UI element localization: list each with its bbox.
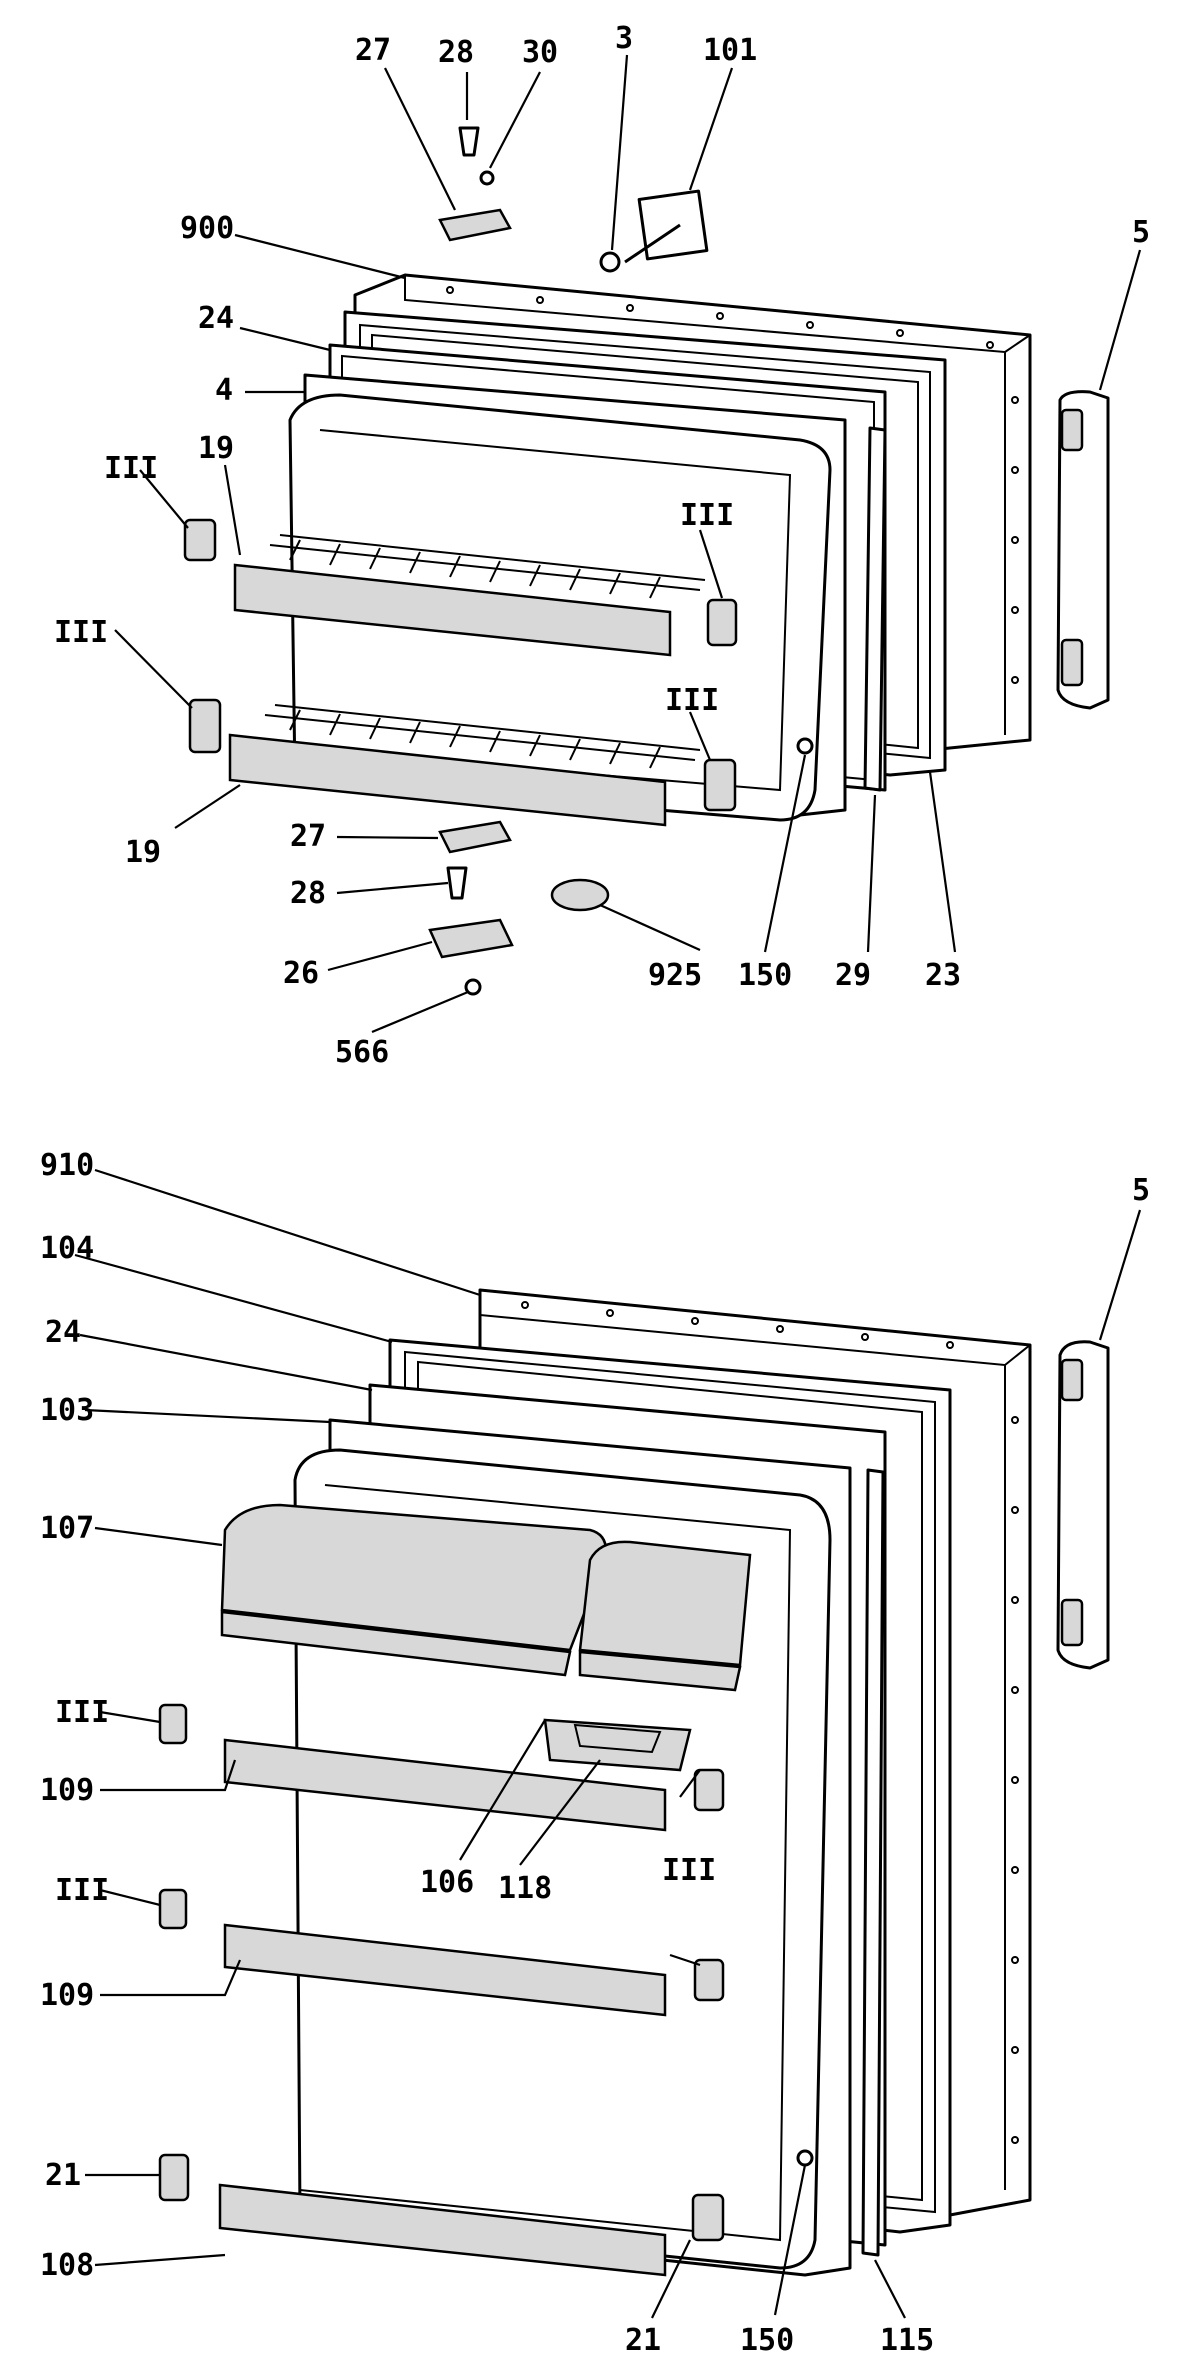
- hinge-bracket-27-top: [438, 208, 512, 242]
- label-4: 4: [215, 373, 233, 408]
- label-27: 27: [290, 819, 326, 854]
- freezer-door-assembly: [183, 126, 1110, 996]
- label-111: III: [680, 498, 734, 533]
- shelf-bracket-111-g-r: [693, 1768, 725, 1812]
- screw-150-top: [796, 737, 814, 755]
- door-handle-5-bottom: [1056, 1340, 1110, 1670]
- label-103: 103: [40, 1393, 94, 1428]
- hinge-pin-28-bottom: [446, 866, 468, 900]
- plug-925: [550, 878, 610, 912]
- shelf-bracket-21-left: [158, 2153, 190, 2202]
- label-19: 19: [198, 431, 234, 466]
- label-21: 21: [45, 2158, 81, 2193]
- strip-115: [861, 1468, 885, 2257]
- label-109: 109: [40, 1773, 94, 1808]
- screw-566: [464, 978, 482, 996]
- switch-101: [637, 189, 709, 261]
- label-115: 115: [880, 2323, 934, 2358]
- label-111: III: [55, 1873, 109, 1908]
- shelf-bracket-111-a: [183, 518, 217, 562]
- label-108: 108: [40, 2248, 94, 2283]
- shelf-bracket-111-h-r: [693, 1958, 725, 2002]
- label-106: 106: [420, 1865, 474, 1900]
- fresh-food-door-assembly: [158, 1288, 1110, 2277]
- label-111: III: [104, 451, 158, 486]
- label-150: 150: [738, 958, 792, 993]
- shelf-bracket-21-right: [691, 2193, 725, 2242]
- label-900: 900: [180, 211, 234, 246]
- screw-150-bottom: [796, 2149, 814, 2167]
- label-150: 150: [740, 2323, 794, 2358]
- label-111: III: [54, 615, 108, 650]
- leader-lines-bottom: [74, 1168, 1142, 2319]
- label-28: 28: [290, 876, 326, 911]
- label-104: 104: [40, 1231, 94, 1266]
- label-30: 30: [522, 35, 558, 70]
- label-5: 5: [1132, 1173, 1150, 1208]
- label-107: 107: [40, 1511, 94, 1546]
- shelf-19-top: [233, 563, 672, 657]
- label-566: 566: [335, 1035, 389, 1070]
- label-29: 29: [835, 958, 871, 993]
- label-111: III: [665, 683, 719, 718]
- label-925: 925: [648, 958, 702, 993]
- label-28: 28: [438, 35, 474, 70]
- leader-lines-top: [114, 54, 1142, 1034]
- label-27: 27: [355, 33, 391, 68]
- label-111: III: [55, 1695, 109, 1730]
- label-24: 24: [45, 1315, 81, 1350]
- shelf-bracket-111-f: [158, 1888, 188, 1930]
- label-19: 19: [125, 835, 161, 870]
- shelf-bracket-111-b: [188, 698, 222, 754]
- label-111: III: [662, 1853, 716, 1888]
- label-26: 26: [283, 956, 319, 991]
- screw-30: [479, 170, 495, 186]
- shelf-108: [218, 2183, 667, 2277]
- labels-top: 27 28 30 3 101 900 5 24 4 III 19 III III…: [54, 21, 1150, 1070]
- shelf-19-bottom: [228, 733, 667, 827]
- tray-118: [543, 1718, 692, 1772]
- hinge-plate-26: [428, 918, 514, 959]
- shelf-bracket-111-d: [703, 758, 737, 812]
- label-24: 24: [198, 301, 234, 336]
- labels-bottom: 910 5 104 24 103 107 III 109 106 118 III…: [40, 1148, 1150, 2358]
- label-109: 109: [40, 1978, 94, 2013]
- strip-29: [863, 426, 887, 792]
- label-21: 21: [625, 2323, 661, 2358]
- shelf-bracket-111-c: [706, 598, 738, 647]
- dairy-bin-106: [578, 1540, 752, 1667]
- shelf-109-top: [223, 1738, 667, 1832]
- label-23: 23: [925, 958, 961, 993]
- door-handle-5-top: [1056, 390, 1110, 710]
- label-118: 118: [498, 1871, 552, 1906]
- label-5: 5: [1132, 215, 1150, 250]
- shelf-bracket-111-e: [158, 1703, 188, 1745]
- hinge-pin-28-top: [458, 126, 480, 157]
- grommet-3: [599, 251, 621, 273]
- label-3: 3: [615, 21, 633, 56]
- shelf-109-bottom: [223, 1923, 667, 2017]
- label-910: 910: [40, 1148, 94, 1183]
- hinge-bracket-27-bottom: [438, 820, 512, 854]
- label-101: 101: [703, 33, 757, 68]
